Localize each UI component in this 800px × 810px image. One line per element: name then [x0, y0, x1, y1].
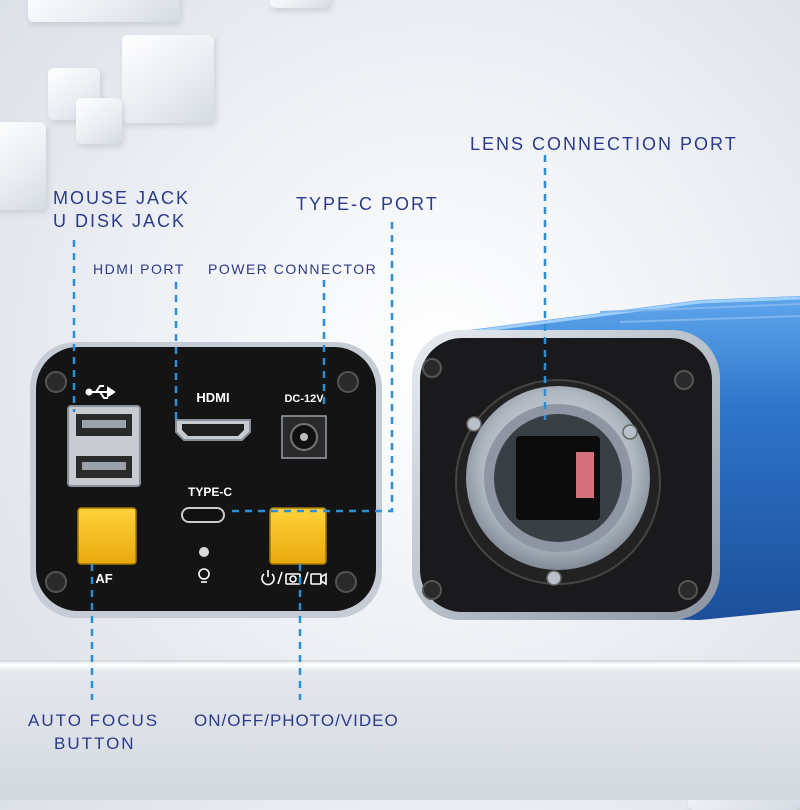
power-mode-button[interactable] [269, 507, 327, 565]
callout-power-connector: POWER CONNECTOR [208, 261, 378, 277]
callout-auto-focus-line2: BUTTON [54, 734, 136, 753]
callout-u-disk-jack: U DISK JACK [53, 211, 187, 231]
panel-label-af: AF [95, 571, 112, 586]
leader-lines [72, 155, 547, 700]
callout-type-c-port: TYPE-C PORT [296, 194, 439, 214]
video-icon [310, 572, 327, 586]
background-tile [0, 122, 46, 210]
panel-label-dc: DC-12V [284, 393, 324, 405]
usb-icon [85, 385, 116, 399]
callout-lens-port: LENS CONNECTION PORT [470, 134, 738, 154]
callout-hdmi-port: HDMI PORT [93, 261, 185, 277]
power-icon [261, 570, 275, 586]
panel-label-type-c: TYPE-C [188, 485, 232, 499]
floor-band [0, 660, 800, 800]
lamp-icon [198, 568, 210, 583]
dc-power-connector [281, 415, 327, 459]
leader-line-type-c [226, 222, 394, 513]
callout-mouse-jack: MOUSE JACK [53, 188, 191, 208]
hdmi-port [175, 419, 251, 441]
lens-mount [455, 379, 661, 586]
callout-auto-focus-line1: AUTO FOCUS [28, 711, 160, 730]
status-led [199, 547, 209, 557]
type-c-port [181, 507, 225, 523]
background-tile [28, 0, 180, 22]
panel-label-hdmi: HDMI [196, 390, 229, 405]
usb-ports [67, 405, 141, 487]
background-tile [76, 98, 122, 144]
af-button[interactable] [77, 507, 137, 565]
background-tile [122, 35, 214, 123]
background-tile [270, 0, 330, 8]
callout-power-photo-video: ON/OFF/PHOTO/VIDEO [194, 711, 399, 730]
